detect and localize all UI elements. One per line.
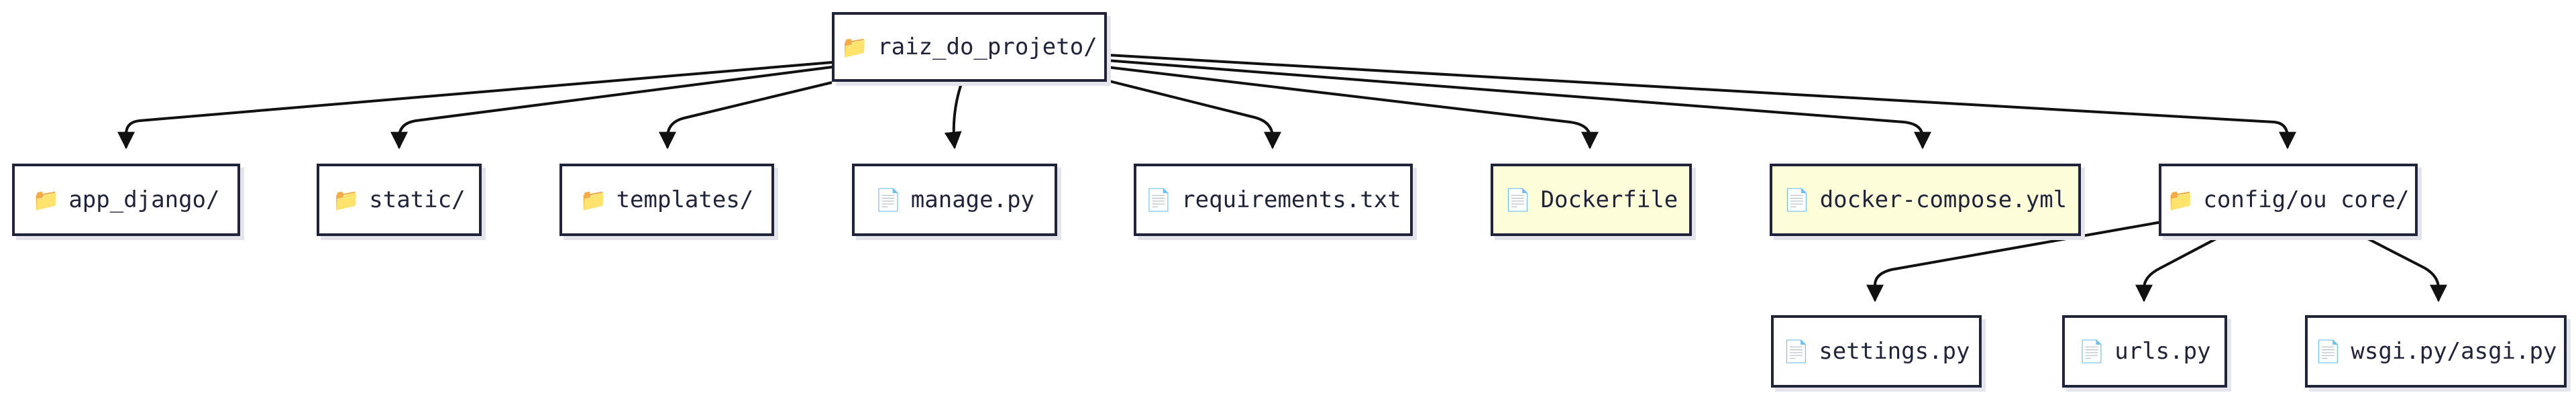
requirements-txt-file-node[interactable]: 📄 requirements.txt xyxy=(1134,164,1413,236)
edge-root-templates xyxy=(659,81,833,150)
root-folder-node[interactable]: 📁 raiz_do_projeto/ xyxy=(832,12,1107,82)
edge-config-wsgi xyxy=(2359,233,2447,302)
file-icon: 📄 xyxy=(874,187,902,213)
wsgi-asgi-file-node[interactable]: 📄 wsgi.py/asgi.py xyxy=(2305,315,2567,388)
node-label: settings.py xyxy=(1819,338,1970,365)
node-label: templates/ xyxy=(616,186,754,213)
folder-icon: 📁 xyxy=(2167,187,2194,213)
node-label: static/ xyxy=(369,186,466,213)
urls-py-file-node[interactable]: 📄 urls.py xyxy=(2062,315,2227,388)
settings-py-file-node[interactable]: 📄 settings.py xyxy=(1771,315,1982,388)
folder-icon: 📁 xyxy=(841,34,869,60)
node-label: wsgi.py/asgi.py xyxy=(2351,338,2557,365)
edge-config-urls xyxy=(2135,233,2224,302)
docker-compose-file-node[interactable]: 📄 docker-compose.yml xyxy=(1770,164,2081,236)
node-label: manage.py xyxy=(910,186,1035,213)
edge-root-compose xyxy=(1106,59,1931,150)
templates-folder-node[interactable]: 📁 templates/ xyxy=(559,164,774,236)
edge-root-dockerfile xyxy=(1106,66,1599,150)
node-label: app_django/ xyxy=(68,186,220,213)
file-icon: 📄 xyxy=(1145,187,1173,213)
edge-root-config xyxy=(1106,54,2296,150)
node-label: docker-compose.yml xyxy=(1819,186,2068,213)
folder-icon: 📁 xyxy=(333,187,360,213)
node-label: raiz_do_projeto/ xyxy=(877,34,1097,60)
folder-icon: 📁 xyxy=(32,187,60,213)
node-label: Dockerfile xyxy=(1540,186,1678,213)
app-django-folder-node[interactable]: 📁 app_django/ xyxy=(12,164,240,236)
static-folder-node[interactable]: 📁 static/ xyxy=(317,164,482,236)
manage-py-file-node[interactable]: 📄 manage.py xyxy=(852,164,1057,236)
node-label: requirements.txt xyxy=(1181,186,1401,213)
file-icon: 📄 xyxy=(1504,187,1532,213)
node-label: urls.py xyxy=(2114,338,2211,365)
folder-icon: 📁 xyxy=(580,187,607,213)
edge-config-settings xyxy=(1866,220,2166,302)
edge-root-app xyxy=(117,61,833,150)
dockerfile-file-node[interactable]: 📄 Dockerfile xyxy=(1491,164,1692,236)
edge-root-static xyxy=(390,66,833,150)
file-icon: 📄 xyxy=(1782,339,1810,364)
edge-root-manage xyxy=(944,83,963,150)
config-folder-node[interactable]: 📁 config/ou core/ xyxy=(2159,164,2418,236)
file-icon: 📄 xyxy=(2078,339,2106,364)
edge-root-requirements xyxy=(1106,79,1281,150)
file-icon: 📄 xyxy=(2314,339,2342,364)
file-icon: 📄 xyxy=(1783,187,1811,213)
node-label: config/ou core/ xyxy=(2203,186,2410,213)
